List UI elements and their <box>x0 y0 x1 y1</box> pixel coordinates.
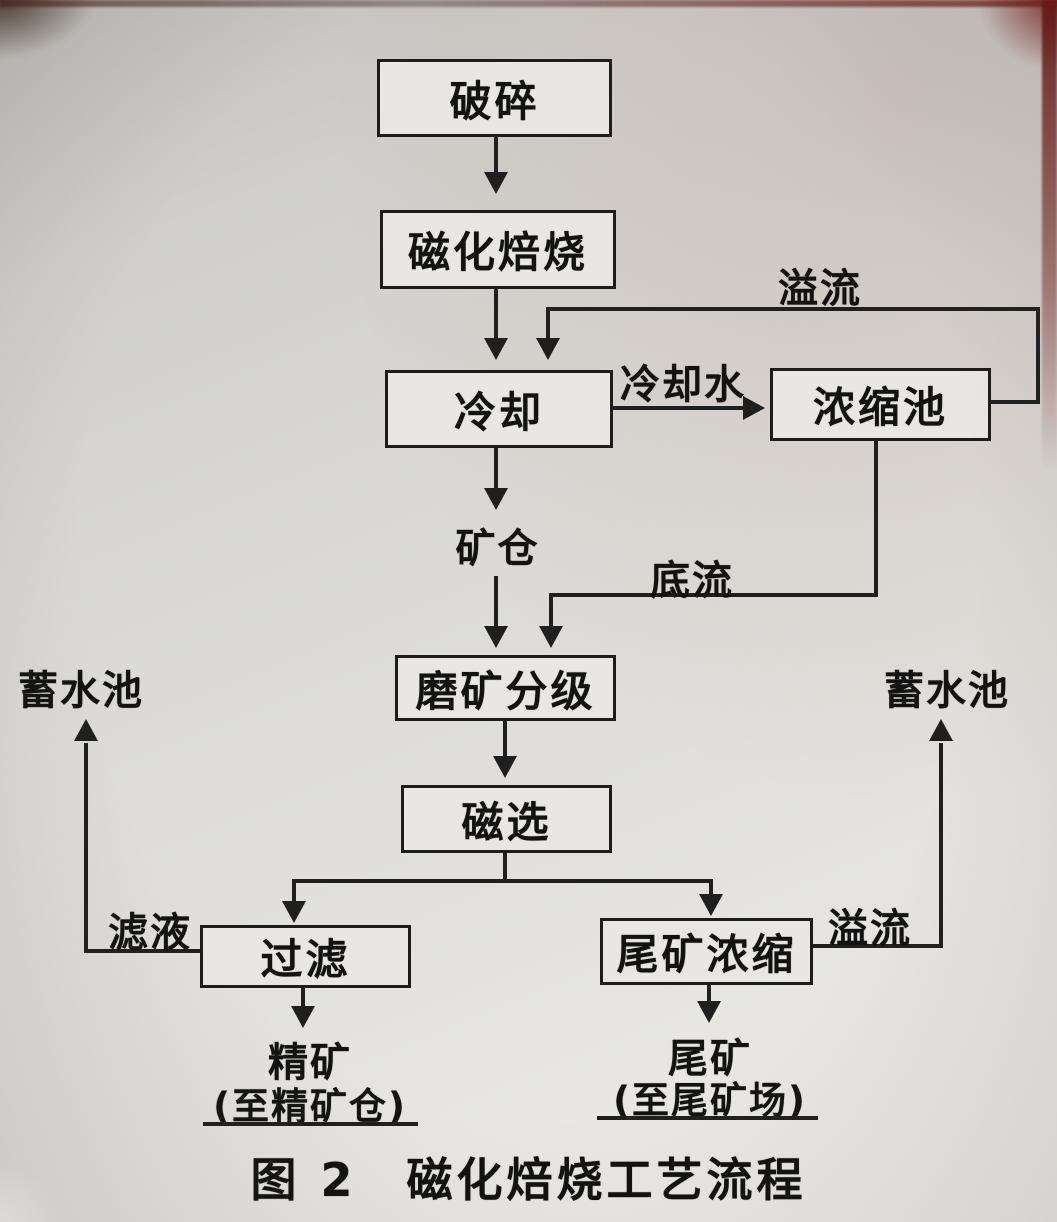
edge-overflow-right-horizontal <box>813 944 943 948</box>
arrowhead-down-icon <box>539 626 563 648</box>
photo-edge-right <box>1042 0 1057 470</box>
edge-filtrate-horizontal <box>84 949 200 953</box>
edge-overflow-into-cooling <box>546 307 550 340</box>
edge-orebin-grinding <box>494 576 498 628</box>
arrowhead-down-icon <box>484 338 508 360</box>
edge-underflow-vertical <box>874 441 878 597</box>
arrowhead-down-icon <box>484 172 508 194</box>
arrowhead-down-icon <box>699 894 723 916</box>
arrowhead-right-icon <box>743 396 765 420</box>
arrowhead-down-icon <box>536 338 560 360</box>
label-reservoir-left: 蓄水池 <box>18 668 144 714</box>
arrowhead-up-icon <box>929 719 953 741</box>
label-ore-bin: 矿仓 <box>455 526 540 572</box>
label-tailings: 尾矿 <box>668 1036 752 1082</box>
label-cooling-water: 冷却水 <box>620 362 746 408</box>
label-overflow-top: 溢流 <box>778 266 862 312</box>
label-underflow: 底流 <box>650 558 734 604</box>
node-thickener: 浓缩池 <box>770 368 991 441</box>
label-concentrate-destination: (至精矿仓) <box>213 1085 407 1128</box>
arrowhead-down-icon <box>697 1001 721 1023</box>
edge-overflow-right-vertical-up <box>939 743 943 948</box>
node-filtration: 过滤 <box>200 925 411 988</box>
underline-concentrate <box>203 1122 418 1126</box>
edge-roasting-cooling <box>494 289 498 341</box>
edge-branch-to-filtration <box>292 879 296 903</box>
arrowhead-down-icon <box>291 1006 315 1028</box>
node-grinding: 磨矿分级 <box>395 655 616 721</box>
node-crushing: 破碎 <box>377 59 612 137</box>
arrowhead-down-icon <box>484 488 508 510</box>
edge-branch-to-tailings-thickener <box>709 879 713 896</box>
edge-magnetic-branch-stem <box>503 853 507 883</box>
label-concentrate: 精矿 <box>268 1040 352 1086</box>
arrowhead-down-icon <box>493 756 517 778</box>
photo-corner-top-right <box>980 0 1057 70</box>
label-filtrate: 滤液 <box>108 910 192 956</box>
edge-overflow-right-vertical <box>1036 307 1040 404</box>
edge-filtrate-vertical <box>84 743 88 953</box>
node-roasting: 磁化焙烧 <box>380 210 616 289</box>
edge-overflow-thickener-connector <box>991 400 1040 404</box>
edge-underflow-into-grinding <box>549 593 553 628</box>
underline-tailings <box>597 1116 818 1120</box>
photo-edge-top <box>0 0 1057 7</box>
arrowhead-up-icon <box>74 719 98 741</box>
node-tailings-thickener: 尾矿浓缩 <box>600 918 813 985</box>
edge-filtration-concentrate <box>301 988 305 1008</box>
figure-caption: 图 2 磁化焙烧工艺流程 <box>250 1153 807 1207</box>
edge-grinding-magnetic <box>503 721 507 758</box>
edge-cooling-water <box>613 406 743 410</box>
node-magnetic-separation: 磁选 <box>401 785 612 853</box>
node-cooling: 冷却 <box>385 370 613 448</box>
label-reservoir-right: 蓄水池 <box>884 668 1010 714</box>
photo-corner-top-left <box>0 0 94 58</box>
arrowhead-down-icon <box>484 626 508 648</box>
edge-crushing-roasting <box>494 137 498 175</box>
edge-cooling-orebin <box>494 448 498 490</box>
label-tailings-destination: (至尾矿场) <box>613 1079 807 1122</box>
edge-thickener-tailings <box>707 985 711 1003</box>
label-overflow-right: 溢流 <box>828 906 912 952</box>
edge-magnetic-branch-horizontal <box>292 879 713 883</box>
edge-underflow-horizontal <box>549 593 878 597</box>
arrowhead-down-icon <box>282 901 306 923</box>
edge-overflow-top <box>548 307 1040 311</box>
